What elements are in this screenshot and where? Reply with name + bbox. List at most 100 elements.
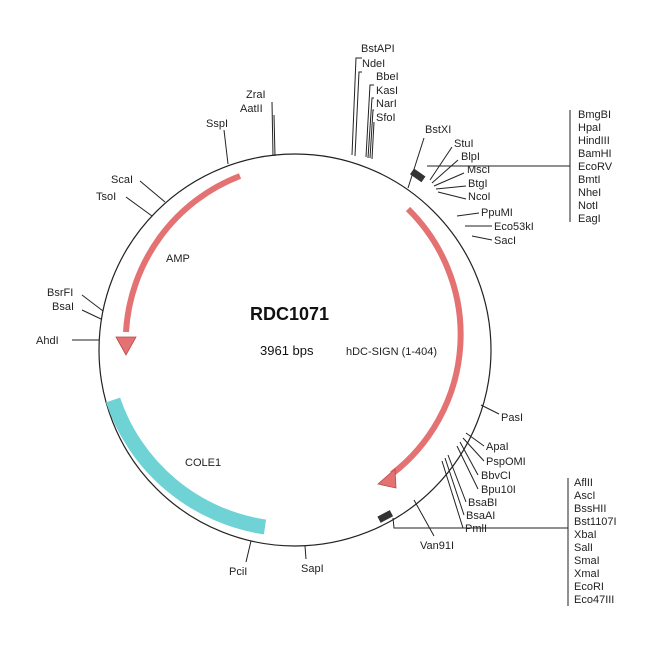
mcs1-site-8: EagI [578, 213, 601, 225]
site-bstxi: BstXI [425, 124, 451, 136]
sapi-tick [304, 545, 307, 560]
site-bstapi: BstAPI [361, 43, 395, 55]
stui-tick [429, 146, 453, 181]
sspi-tick [223, 129, 229, 165]
bsabi-tick [447, 454, 467, 503]
pspomi-tick [462, 437, 485, 462]
sfoi-tick [371, 121, 375, 160]
site-bsrfi: BsrFI [47, 287, 73, 299]
saci-tick [471, 235, 493, 241]
site-pcii: PciI [229, 566, 247, 578]
site-ncoi: NcoI [468, 191, 491, 203]
site-van91i: Van91I [420, 540, 454, 552]
apai-tick [465, 432, 485, 447]
site-bbei: BbeI [376, 71, 399, 83]
mcs2-site-1: AscI [574, 490, 595, 502]
mcs1-site-2: HindIII [578, 135, 610, 147]
mcs2-site-7: XmaI [574, 568, 600, 580]
ncoi-tick [437, 191, 467, 200]
site-stui: StuI [454, 138, 474, 150]
pmli-tick [441, 460, 464, 529]
mcs1-site-3: BamHI [578, 148, 612, 160]
site-btgi: BtgI [468, 178, 488, 190]
site-pmli: PmlI [465, 523, 487, 535]
site-scai: ScaI [111, 174, 133, 186]
mcs2-leader [392, 517, 568, 529]
mcs2-site-9: Eco47III [574, 594, 614, 606]
mcs1-marker [409, 168, 426, 183]
pcii-tick [245, 540, 252, 563]
site-ppumi: PpuMI [481, 207, 513, 219]
site-bbvci: BbvCI [481, 470, 511, 482]
site-zrai: ZraI [246, 89, 266, 101]
mcs2-marker [377, 510, 394, 523]
pasi-tick [480, 404, 500, 415]
tsoi-tick [125, 196, 153, 217]
ndei-tick [354, 71, 362, 157]
cole1-segment [105, 397, 267, 535]
mcs2-site-3: Bst1107I [574, 516, 617, 528]
site-bsai: BsaI [52, 301, 74, 313]
site-sfoi: SfoI [376, 112, 396, 124]
site-nari: NarI [376, 98, 397, 110]
site-blpi: BlpI [461, 151, 480, 163]
amp-arrow-body [123, 173, 242, 333]
plasmid-size: 3961 bps [260, 343, 314, 358]
site-sspi: SspI [206, 118, 228, 130]
insert-arrow-head [377, 468, 397, 489]
site-bpu10i: Bpu10I [481, 484, 516, 496]
mcs1-site-1: HpaI [578, 122, 601, 134]
mcs1-site-0: BmgBI [578, 109, 611, 121]
site-apai: ApaI [486, 441, 509, 453]
msci-tick [433, 172, 465, 187]
mcs2-site-6: SmaI [574, 555, 600, 567]
bsrfi-tick [81, 294, 104, 312]
site-ahdi: AhdI [36, 335, 59, 347]
site-pspomi: PspOMI [486, 456, 526, 468]
insert-label: hDC-SIGN (1-404) [346, 346, 437, 358]
site-ndei: NdeI [362, 58, 385, 70]
site-aatii: AatII [240, 103, 263, 115]
site-sapi: SapI [301, 563, 324, 575]
bbei-tick [365, 84, 374, 158]
site-bsabi: BsaBI [468, 497, 497, 509]
bsai-tick [81, 309, 102, 320]
mcs2-site-5: SalI [574, 542, 593, 554]
site-bsaai: BsaAI [466, 510, 495, 522]
kasi-tick [367, 97, 374, 159]
aatii-tick [273, 114, 276, 157]
van91i-tick [413, 499, 435, 537]
mcs1-site-6: NheI [578, 187, 601, 199]
amp-label: AMP [166, 253, 190, 265]
mcs1-site-7: NotI [578, 200, 598, 212]
bpu10i-tick [456, 445, 479, 490]
mcs2-site-2: BssHII [574, 503, 606, 515]
mcs2-site-8: EcoRI [574, 581, 604, 593]
scai-tick [139, 180, 166, 203]
bbvci-tick [459, 441, 479, 476]
cole1-label: COLE1 [185, 457, 221, 469]
ppumi-tick [456, 212, 480, 217]
site-msci: MscI [467, 164, 490, 176]
nari-tick [369, 109, 374, 159]
site-pasi: PasI [501, 412, 523, 424]
site-tsoi: TsoI [96, 191, 116, 203]
plasmid-backbone [98, 153, 492, 547]
mcs2-site-4: XbaI [574, 529, 597, 541]
zrai-tick [271, 101, 274, 157]
bstapi-tick [351, 57, 362, 156]
plasmid-name: RDC1071 [250, 304, 329, 324]
site-eco53ki: Eco53kI [494, 221, 534, 233]
site-saci: SacI [494, 235, 516, 247]
btgi-tick [435, 185, 467, 190]
site-kasi: KasI [376, 85, 398, 97]
mcs1-site-5: BmtI [578, 174, 601, 186]
mcs2-site-0: AflII [574, 477, 593, 489]
mcs1-site-4: EcoRV [578, 161, 613, 173]
bsaai-tick [444, 457, 465, 516]
bstxi-tick [407, 137, 425, 189]
blpi-tick [431, 159, 459, 184]
insert-arrow-body [390, 206, 464, 477]
amp-arrow-head [115, 336, 137, 356]
